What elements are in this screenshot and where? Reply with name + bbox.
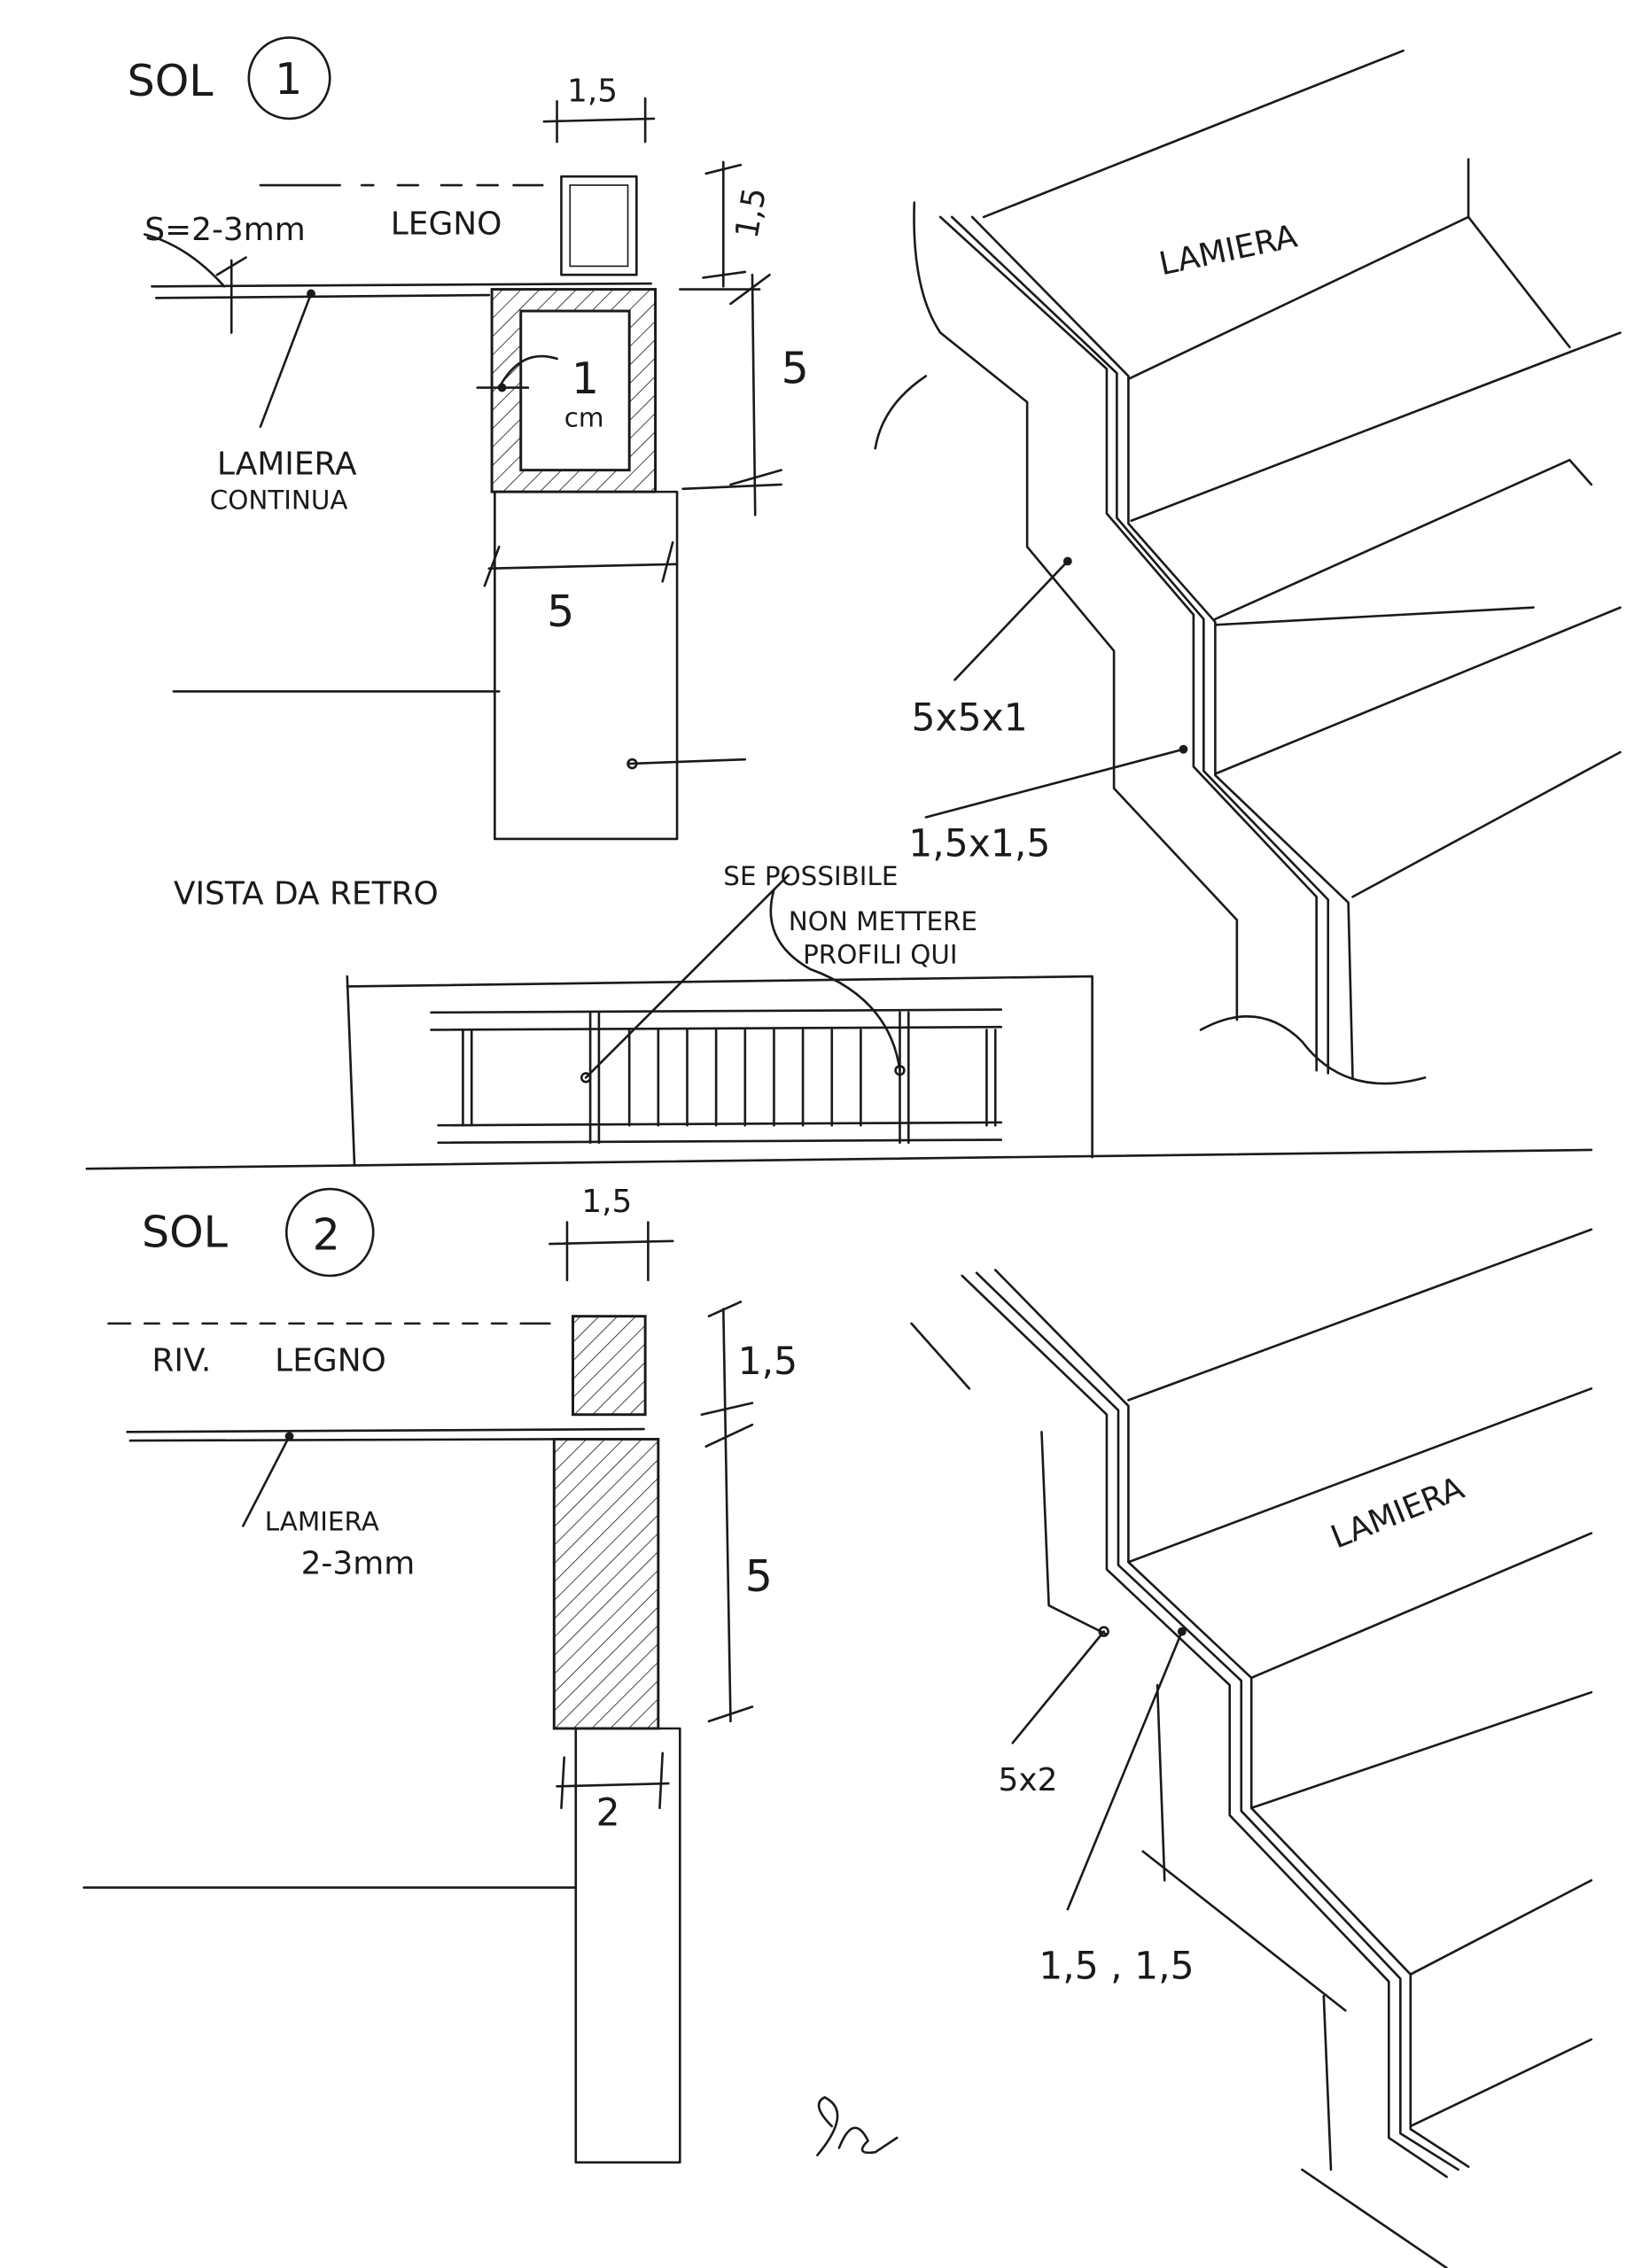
sol1-dim-tube-line [679, 273, 782, 517]
sol2-sheet-label-2: 2-3mm [301, 1545, 416, 1581]
sol2-sheet-lines [126, 1427, 645, 1442]
sol1-dim-post-line [483, 540, 679, 587]
sol1-wall-unit: cm [564, 403, 604, 433]
sol1-note-1: SE POSSIBILE [723, 861, 898, 891]
sol2-label: SOL [142, 1207, 229, 1257]
sol1-dim-post-width: 5 [547, 586, 574, 637]
sol1-sheet-lines [143, 233, 652, 334]
sol2-profile-main: 5x2 [998, 1762, 1057, 1798]
sol1-dim-top: 1,5 [567, 73, 618, 109]
sol1-post [494, 490, 679, 841]
sol1-note-2: NON METTERE [789, 906, 977, 936]
sol1-dim-box-line [702, 160, 747, 288]
sol2-dim-top: 1,5 [581, 1184, 632, 1220]
sol2-dim-bar-height: 5 [745, 1551, 773, 1602]
sol1-dim-tube-height: 5 [782, 344, 809, 394]
sol2-number: 2 [313, 1210, 340, 1261]
sol1-profile-small: 1,5x1,5 [908, 823, 1050, 866]
solution-2-section: SOL 2 1,5 RIV. LEGNO 1,5 5 LAMIERA 2-3mm… [82, 1184, 1593, 2268]
sol1-number: 1 [275, 54, 302, 105]
sol1-sheet-label-2: CONTINUA [210, 485, 348, 516]
sol1-label: SOL [128, 56, 214, 106]
sol1-dim-top-line [542, 97, 656, 144]
sol2-post [574, 1727, 681, 2164]
sol2-dim-top-line [549, 1221, 674, 1282]
sol1-view-title: VISTA DA RETRO [174, 875, 439, 912]
sol2-stair-sheet-label: LAMIERA [1326, 1470, 1469, 1556]
sol1-stair-sheet-label: LAMIERA [1156, 218, 1301, 283]
sol2-dim-bar-width: 2 [596, 1791, 620, 1835]
sol2-wood-label: LEGNO [275, 1343, 386, 1379]
sol1-thickness: S=2-3mm [144, 212, 305, 248]
sol1-sheet-label-1: LAMIERA [217, 447, 357, 483]
sol2-dim-right-line [700, 1301, 754, 1723]
sol1-wood-label: LEGNO [391, 206, 502, 243]
sol2-sheet-label-1: LAMIERA [265, 1506, 379, 1536]
solution-1-section: SOL 1 1,5 1,5 S=2-3mm LEGNO 1 cm [128, 36, 1622, 1166]
section-divider [85, 1148, 1593, 1170]
sol2-steel-bar [552, 1438, 660, 1730]
sol1-note-3: PROFILI QUI [803, 939, 957, 969]
sol2-stair-perspective [910, 1228, 1593, 2268]
sol2-wood-prefix: RIV. [152, 1343, 211, 1379]
sol2-wood-profile [572, 1315, 647, 1417]
sol1-number-circle [247, 36, 331, 120]
sol2-number-circle [284, 1187, 375, 1278]
sol2-dim-box-height: 1,5 [738, 1340, 798, 1384]
sol1-wall-thickness: 1 [572, 353, 599, 404]
sol1-wood-profile [560, 175, 638, 276]
sol1-rear-elevation [346, 874, 1093, 1166]
sol2-profile-small: 1,5 , 1,5 [1039, 1945, 1194, 1988]
sol1-profile-main: 5x5x1 [912, 697, 1028, 741]
sol1-stair-perspective [874, 49, 1622, 1085]
signature [816, 2096, 899, 2156]
sol1-dim-box-height: 1,5 [729, 185, 774, 241]
